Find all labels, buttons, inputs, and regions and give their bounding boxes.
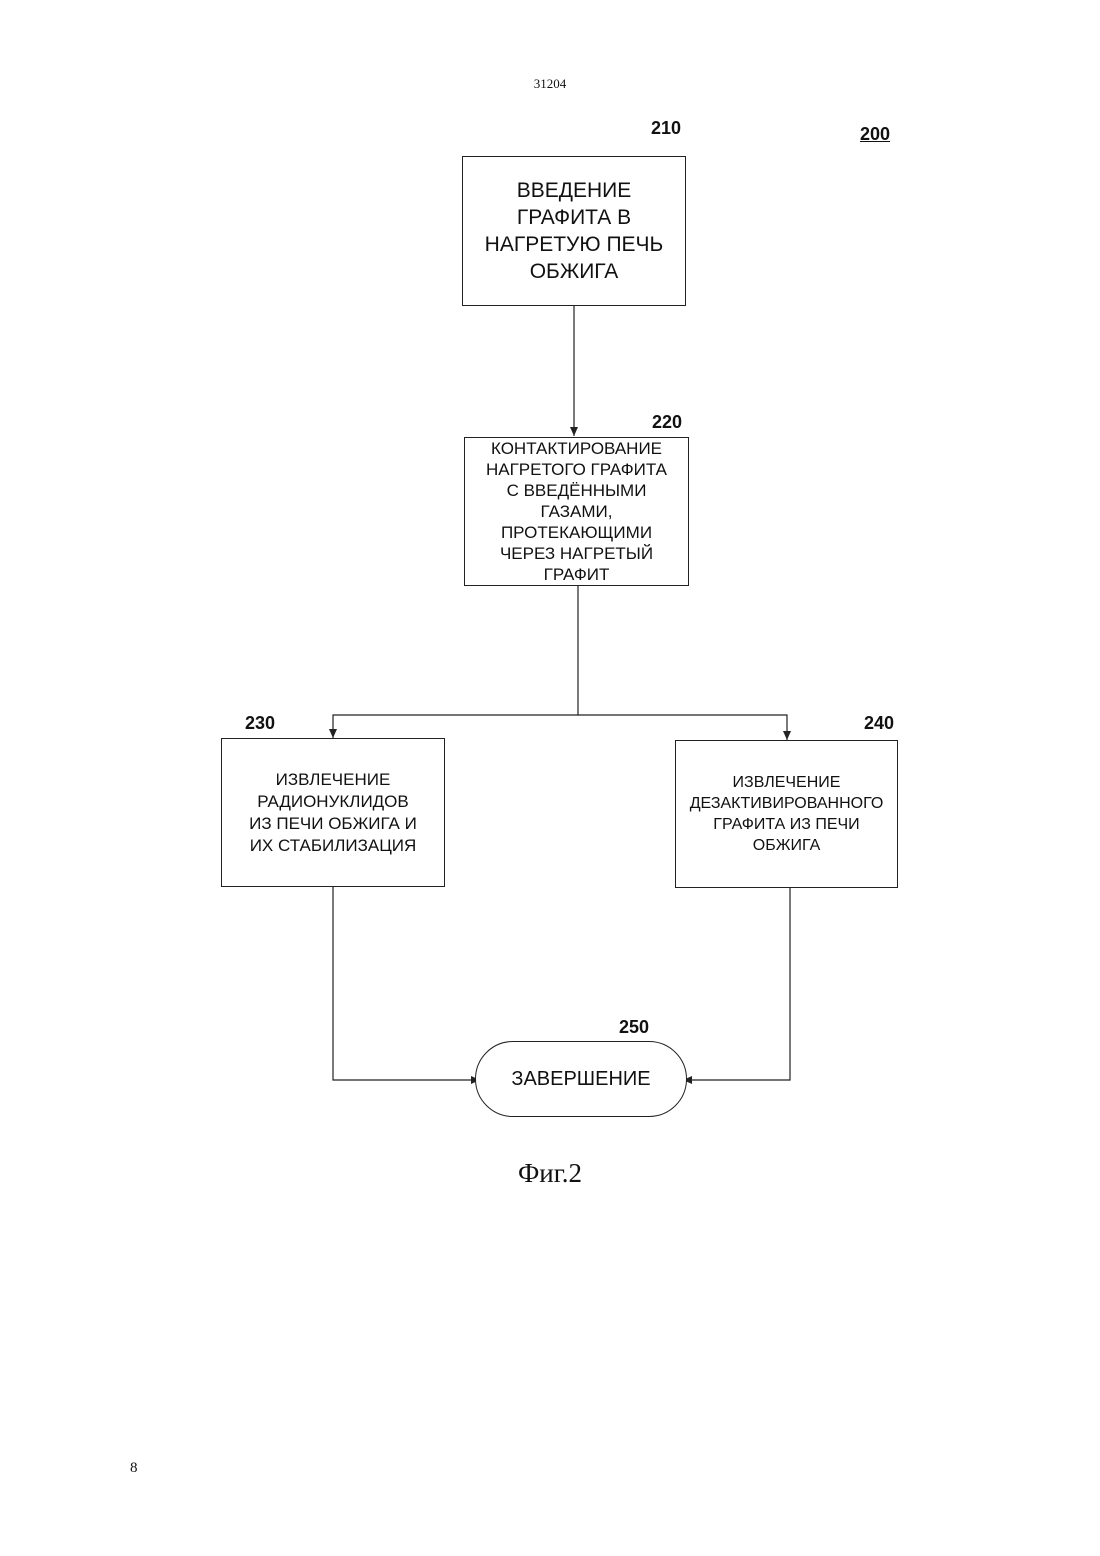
node-250-terminal: ЗАВЕРШЕНИЕ (475, 1041, 687, 1117)
edge-220-230 (333, 586, 578, 738)
node-220: КОНТАКТИРОВАНИЕ НАГРЕТОГО ГРАФИТА С ВВЕД… (464, 437, 689, 586)
node-210: ВВЕДЕНИЕ ГРАФИТА В НАГРЕТУЮ ПЕЧЬ ОБЖИГА (462, 156, 686, 306)
edge-220-240 (578, 715, 787, 740)
node-240: ИЗВЛЕЧЕНИЕ ДЕЗАКТИВИРОВАННОГО ГРАФИТА ИЗ… (675, 740, 898, 888)
page-number: 8 (130, 1460, 138, 1477)
figure-caption: Фиг.2 (0, 1158, 1100, 1189)
edge-230-250 (333, 887, 480, 1080)
node-230: ИЗВЛЕЧЕНИЕ РАДИОНУКЛИДОВ ИЗ ПЕЧИ ОБЖИГА … (221, 738, 445, 887)
edge-240-250 (683, 888, 790, 1080)
